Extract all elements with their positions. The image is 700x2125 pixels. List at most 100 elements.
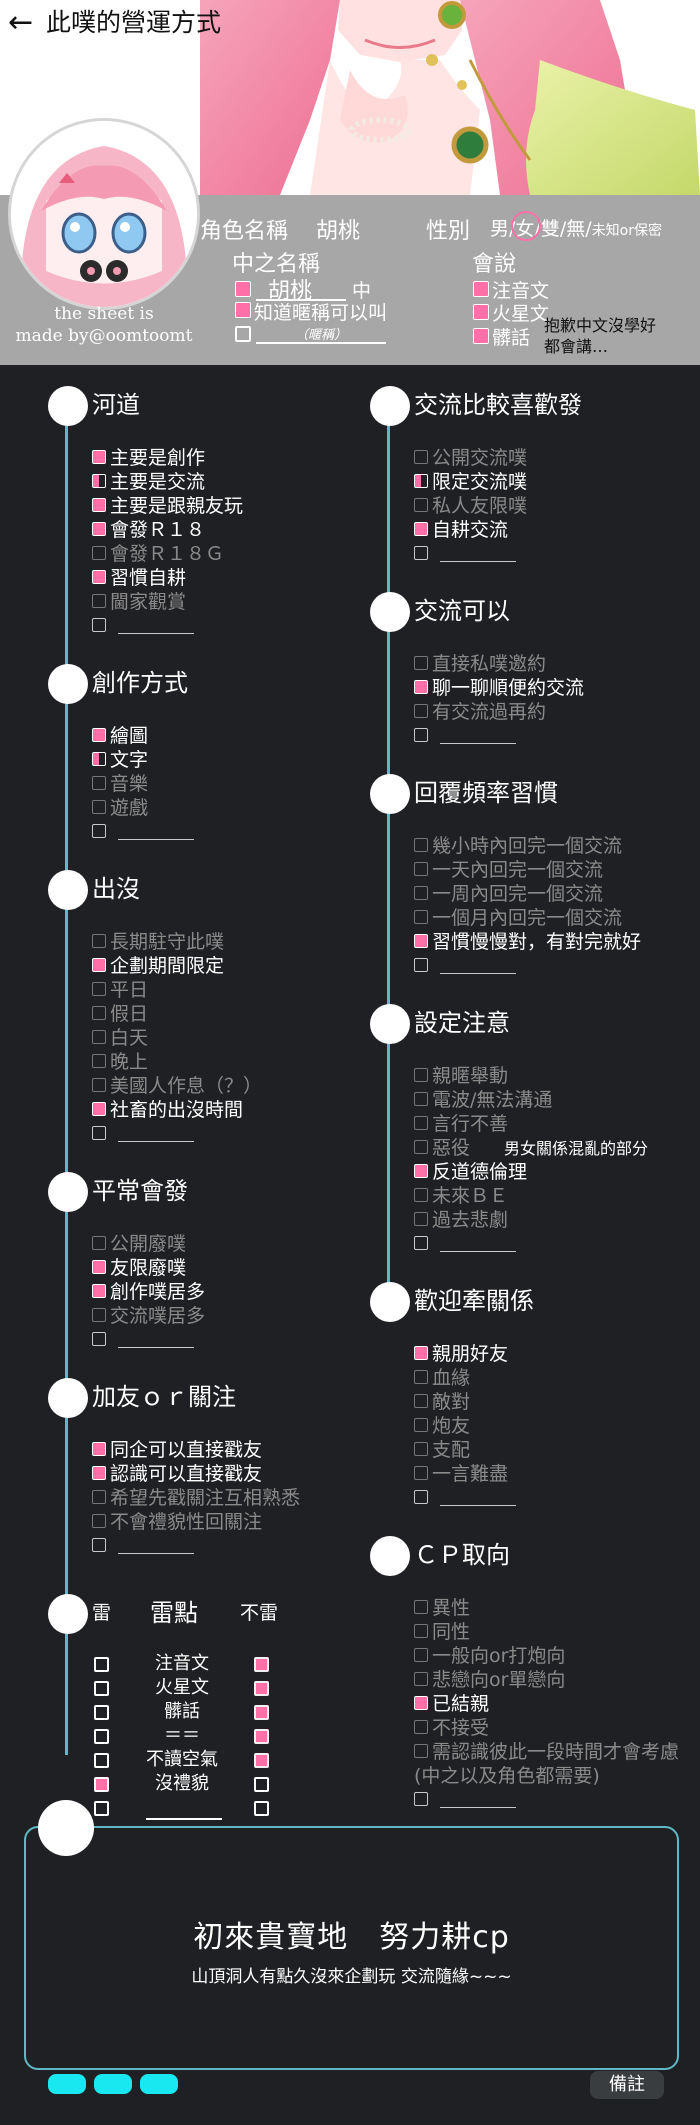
checklist-item[interactable]: 創作噗居多 [92, 1280, 205, 1304]
checkbox-icon[interactable] [414, 1068, 428, 1082]
checklist-item[interactable]: 閫家觀賞 [92, 590, 186, 614]
checkbox-icon[interactable] [414, 474, 428, 488]
speech-checkbox[interactable] [473, 304, 489, 320]
checklist-item[interactable]: 習慣自耕 [92, 566, 186, 590]
checkbox-icon[interactable] [92, 570, 106, 584]
checkbox-icon[interactable] [92, 934, 106, 948]
checkbox-icon[interactable] [414, 934, 428, 948]
blank-option[interactable] [414, 1486, 516, 1510]
blank-option[interactable] [92, 614, 194, 638]
checkbox-icon[interactable] [414, 1672, 428, 1686]
checkbox-icon[interactable] [414, 546, 428, 560]
not-lei-checkbox[interactable] [254, 1753, 269, 1768]
checkbox-icon[interactable] [414, 498, 428, 512]
pill-tab[interactable] [94, 2074, 132, 2094]
checkbox-icon[interactable] [414, 704, 428, 718]
checklist-item[interactable]: 企劃期間限定 [92, 954, 224, 978]
checklist-item[interactable]: 習慣慢慢對，有對完就好 [414, 930, 641, 954]
checkbox-icon[interactable] [414, 1116, 428, 1130]
blank-option[interactable] [414, 954, 516, 978]
checklist-item[interactable]: 異性 [414, 1596, 470, 1620]
nickname-blank-checkbox[interactable] [235, 326, 251, 342]
checklist-item[interactable]: 一個月內回完一個交流 [414, 906, 622, 930]
checkbox-icon[interactable] [414, 1744, 428, 1758]
checklist-item[interactable]: 會發Ｒ１８Ｇ [92, 542, 224, 566]
checkbox-icon[interactable] [414, 1164, 428, 1178]
checkbox-icon[interactable] [414, 910, 428, 924]
checkbox-icon[interactable] [414, 1346, 428, 1360]
blank-option[interactable] [414, 1788, 516, 1812]
not-lei-checkbox[interactable] [254, 1681, 269, 1696]
checklist-item[interactable]: 血緣 [414, 1366, 470, 1390]
checklist-item[interactable]: 晚上 [92, 1050, 148, 1074]
checkbox-icon[interactable] [92, 982, 106, 996]
checklist-item[interactable]: 平日 [92, 978, 148, 1002]
checklist-item[interactable]: 音樂 [92, 772, 148, 796]
checklist-item[interactable]: 自耕交流 [414, 518, 508, 542]
checklist-item[interactable]: 認識可以直接戳友 [92, 1462, 262, 1486]
checklist-item[interactable]: 同企可以直接戳友 [92, 1438, 262, 1462]
checkbox-icon[interactable] [92, 522, 106, 536]
checkbox-icon[interactable] [414, 1600, 428, 1614]
lei-checkbox[interactable] [94, 1657, 109, 1672]
checkbox-icon[interactable] [92, 776, 106, 790]
checklist-item[interactable]: 公開交流噗 [414, 446, 527, 470]
not-lei-checkbox[interactable] [254, 1801, 269, 1816]
checklist-item[interactable]: 一周內回完一個交流 [414, 882, 603, 906]
remark-tab[interactable]: 備註 [590, 2071, 664, 2099]
checklist-item[interactable]: 一言難盡 [414, 1462, 508, 1486]
lei-checkbox[interactable] [94, 1729, 109, 1744]
checkbox-icon[interactable] [92, 1514, 106, 1528]
checkbox-icon[interactable] [414, 1696, 428, 1710]
checkbox-icon[interactable] [92, 958, 106, 972]
checklist-item[interactable]: 幾小時內回完一個交流 [414, 834, 622, 858]
checklist-item[interactable]: 言行不善 [414, 1112, 508, 1136]
lei-checkbox[interactable] [94, 1777, 109, 1792]
blank-option[interactable] [414, 542, 516, 566]
nickname-checkbox[interactable] [235, 302, 251, 318]
checkbox-icon[interactable] [92, 800, 106, 814]
checkbox-icon[interactable] [414, 1466, 428, 1480]
checklist-item[interactable]: 敵對 [414, 1390, 470, 1414]
checkbox-icon[interactable] [414, 1418, 428, 1432]
checkbox-icon[interactable] [414, 656, 428, 670]
checklist-item[interactable]: 公開廢噗 [92, 1232, 186, 1256]
blank-option[interactable] [92, 1122, 194, 1146]
checkbox-icon[interactable] [92, 1442, 106, 1456]
checklist-item[interactable]: 需認識彼此一段時間才會考慮 [414, 1740, 679, 1764]
checkbox-icon[interactable] [414, 958, 428, 972]
blank-option[interactable] [92, 1534, 194, 1558]
checkbox-icon[interactable] [92, 546, 106, 560]
not-lei-checkbox[interactable] [254, 1657, 269, 1672]
checklist-item[interactable]: 悲戀向or單戀向 [414, 1668, 565, 1692]
lei-checkbox[interactable] [94, 1681, 109, 1696]
checkbox-icon[interactable] [92, 1030, 106, 1044]
checklist-item[interactable]: 假日 [92, 1002, 148, 1026]
checklist-item[interactable]: 惡役 [414, 1136, 470, 1160]
checklist-item[interactable]: 友限廢噗 [92, 1256, 186, 1280]
checklist-item[interactable]: 遊戲 [92, 796, 148, 820]
checklist-item[interactable]: 一天內回完一個交流 [414, 858, 603, 882]
not-lei-checkbox[interactable] [254, 1705, 269, 1720]
checkbox-icon[interactable] [92, 1078, 106, 1092]
checklist-item[interactable]: 私人友限噗 [414, 494, 527, 518]
checkbox-icon[interactable] [92, 728, 106, 742]
lei-checkbox[interactable] [94, 1801, 109, 1816]
checkbox-icon[interactable] [414, 450, 428, 464]
checkbox-icon[interactable] [92, 1126, 106, 1140]
checkbox-icon[interactable] [92, 1260, 106, 1274]
checklist-item[interactable]: 反道德倫理 [414, 1160, 527, 1184]
checkbox-icon[interactable] [414, 1092, 428, 1106]
pill-tab[interactable] [140, 2074, 178, 2094]
checkbox-icon[interactable] [414, 1720, 428, 1734]
checklist-item[interactable]: 已結親 [414, 1692, 489, 1716]
checkbox-icon[interactable] [92, 1308, 106, 1322]
checklist-item[interactable]: 主要是跟親友玩 [92, 494, 243, 518]
not-lei-checkbox[interactable] [254, 1777, 269, 1792]
checkbox-icon[interactable] [414, 522, 428, 536]
checkbox-icon[interactable] [414, 1212, 428, 1226]
blank-option[interactable] [92, 820, 194, 844]
checkbox-icon[interactable] [414, 862, 428, 876]
back-arrow-icon[interactable]: ← [8, 5, 34, 40]
not-lei-checkbox[interactable] [254, 1729, 269, 1744]
